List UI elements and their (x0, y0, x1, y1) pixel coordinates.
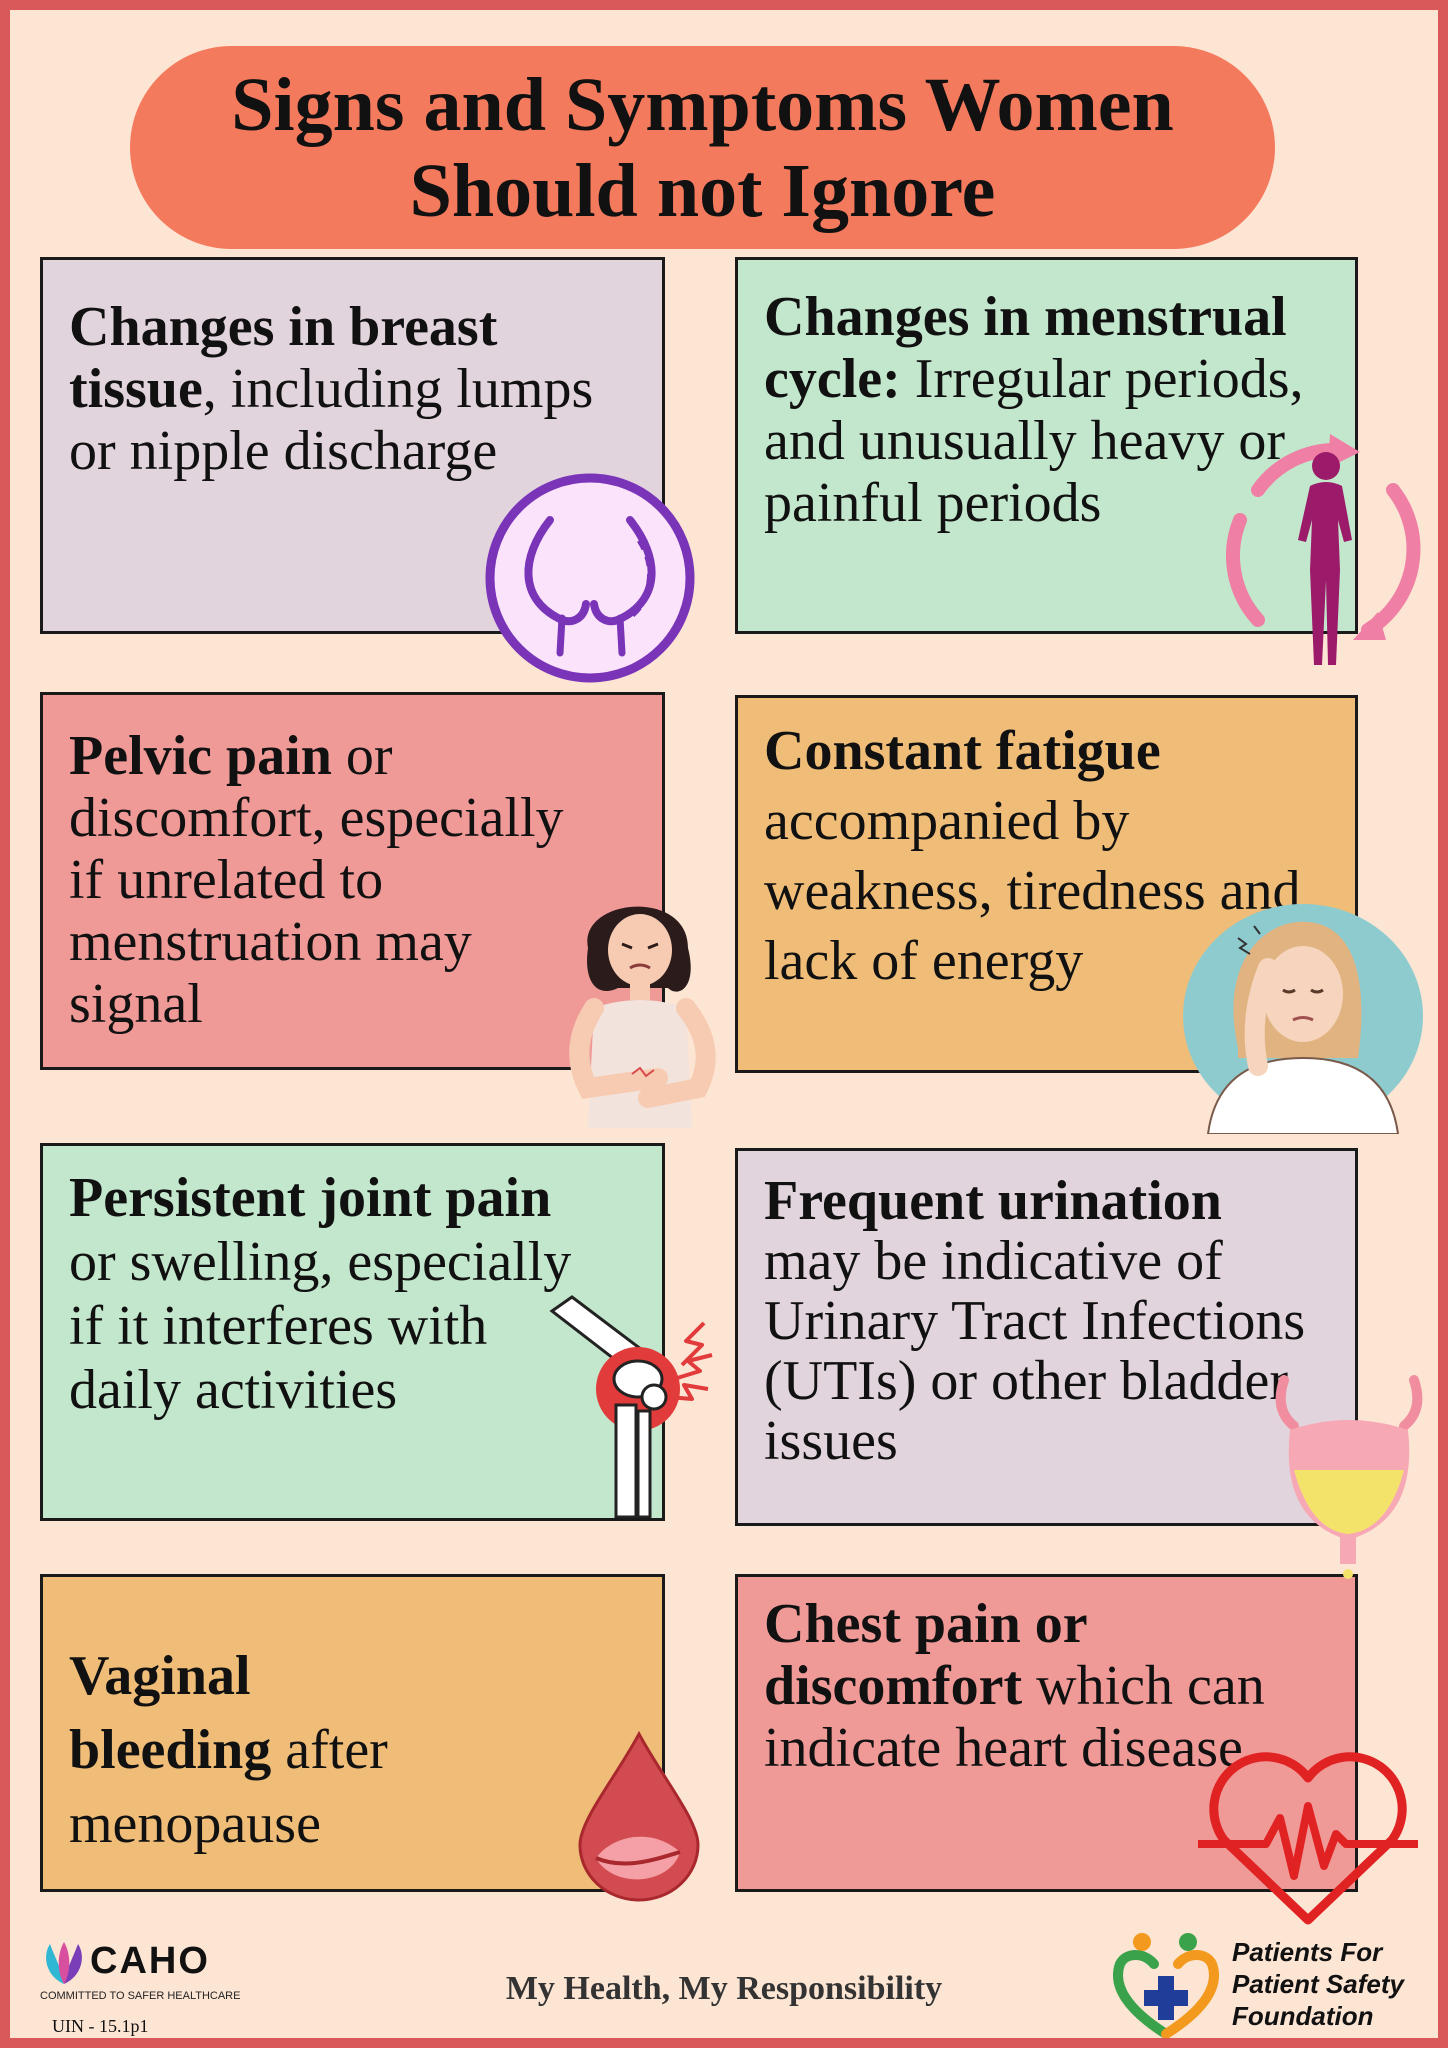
ppsf-line-1: Patients For (1232, 1937, 1383, 1967)
card-vaginal-bleeding: Vaginal bleeding after menopause (40, 1574, 665, 1892)
blood-drop-icon (578, 1730, 700, 1902)
heartbeat-icon (1198, 1752, 1418, 1925)
title-line-2: Should not Ignore (409, 148, 996, 233)
card-chest-text: which can indicate heart disease (764, 1655, 1265, 1779)
footer-tagline: My Health, My Responsibility (505, 1970, 943, 2007)
card-pelvic-text: or discomfort, especially if unrelated t… (69, 725, 564, 1035)
pelvic-pain-woman-icon (569, 906, 716, 1128)
ppsf-line-2: Patient Safety (1232, 1969, 1404, 1999)
card-bleeding-bold: Vaginal bleeding (69, 1645, 272, 1781)
caho-logo: CAHO COMMITTED TO SAFER HEALTHCARE UIN -… (40, 1940, 240, 2040)
card-fatigue-text: accompanied by weakness, tiredness and l… (764, 790, 1301, 992)
card-joint-bold: Persistent joint pain (69, 1167, 552, 1229)
page-title: Signs and Symptoms Women Should not Igno… (130, 46, 1275, 249)
card-menstrual-text: Irregular periods, and unusually heavy o… (764, 348, 1304, 534)
card-joint-text: or swelling, especially if it interferes… (69, 1231, 572, 1421)
knee-joint-icon (549, 1295, 713, 1518)
card-pelvic-bold: Pelvic pain (69, 725, 332, 787)
card-bleeding-text: after menopause (69, 1719, 388, 1855)
tired-woman-icon (1183, 904, 1423, 1134)
breast-icon (485, 473, 695, 683)
ppsf-name: Patients For Patient Safety Foundation (1232, 1936, 1404, 2032)
card-urination-bold: Frequent urination (764, 1170, 1222, 1232)
card-breast-changes: Changes in breast tissue, including lump… (40, 257, 665, 634)
ppsf-logo: Patients For Patient Safety Foundation (1108, 1930, 1438, 2040)
card-menstrual-bold: Changes in menstrual cycle: (764, 286, 1287, 410)
card-chest-pain: Chest pain or discomfort which can indic… (735, 1574, 1358, 1892)
card-pelvic-pain: Pelvic pain or discomfort, especially if… (40, 692, 665, 1070)
menstrual-cycle-icon (1226, 434, 1421, 665)
card-breast-bold: Changes in breast tissue (69, 296, 498, 420)
bladder-icon (1275, 1375, 1423, 1579)
ppsf-line-3: Foundation (1232, 2001, 1374, 2031)
card-menstrual-changes: Changes in menstrual cycle: Irregular pe… (735, 257, 1358, 634)
title-line-1: Signs and Symptoms Women (231, 62, 1174, 147)
card-urination-text: may be indicative of Urinary Tract Infec… (764, 1230, 1306, 1472)
card-frequent-urination: Frequent urination may be indicative of … (735, 1148, 1358, 1526)
uin-code: UIN - 15.1p1 (52, 2016, 149, 2036)
caho-name: CAHO (90, 1940, 210, 1982)
card-fatigue-bold: Constant fatigue (764, 720, 1161, 782)
card-chest-bold: Chest pain or discomfort (764, 1593, 1087, 1717)
card-breast-text: , including lumps or nipple discharge (69, 358, 594, 482)
patient-safety-emblem-icon (1113, 1933, 1219, 2038)
caho-tagline: COMMITTED TO SAFER HEALTHCARE (40, 1990, 241, 2002)
card-joint-pain: Persistent joint pain or swelling, espec… (40, 1143, 665, 1521)
card-constant-fatigue: Constant fatigue accompanied by weakness… (735, 695, 1358, 1073)
lotus-icon (46, 1942, 82, 1984)
